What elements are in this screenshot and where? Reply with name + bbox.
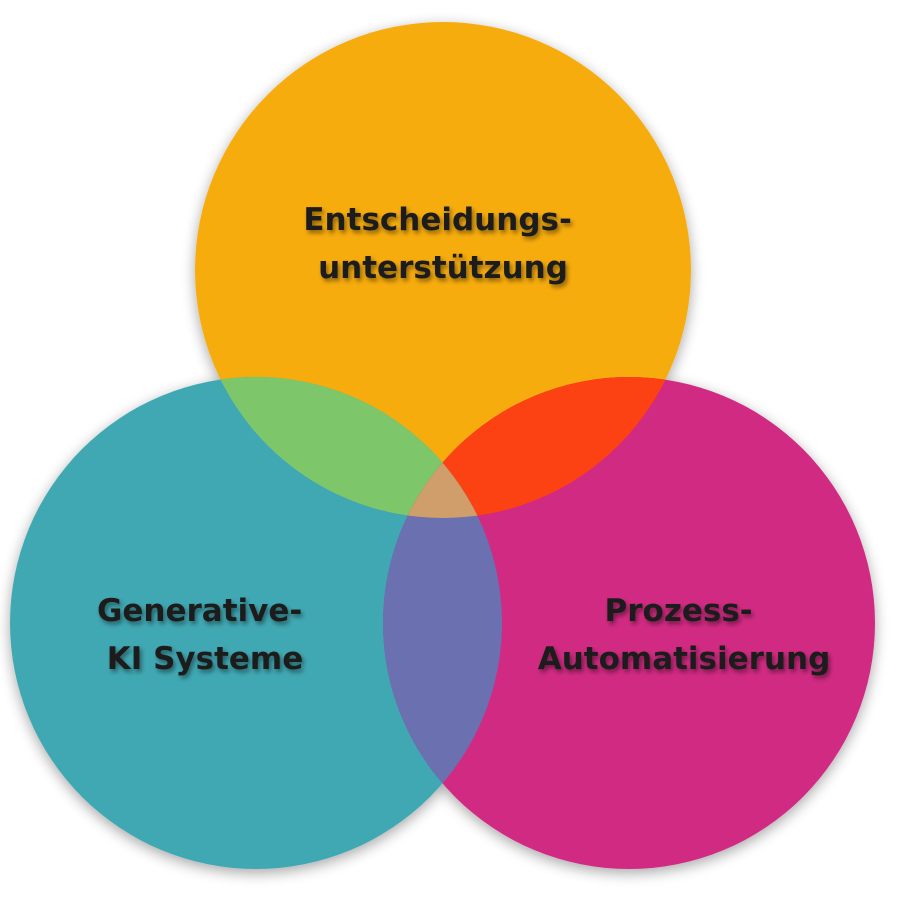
label-line: unterstützung — [318, 250, 568, 286]
overlap-decision-automation — [383, 377, 691, 518]
overlap-decision-genai — [195, 377, 502, 518]
label-line: KI Systeme — [107, 641, 304, 677]
label-prozess-automatisierung: Prozess- Automatisierung — [538, 593, 831, 677]
label-line: Generative- — [97, 593, 302, 629]
label-line: Prozess- — [605, 593, 753, 629]
label-line: Entscheidungs- — [303, 202, 571, 238]
label-line: Automatisierung — [538, 641, 831, 677]
label-entscheidungsunterstuetzung: Entscheidungs- unterstützung — [303, 202, 582, 286]
label-generative-ki-systeme: Generative- KI Systeme — [97, 593, 313, 677]
